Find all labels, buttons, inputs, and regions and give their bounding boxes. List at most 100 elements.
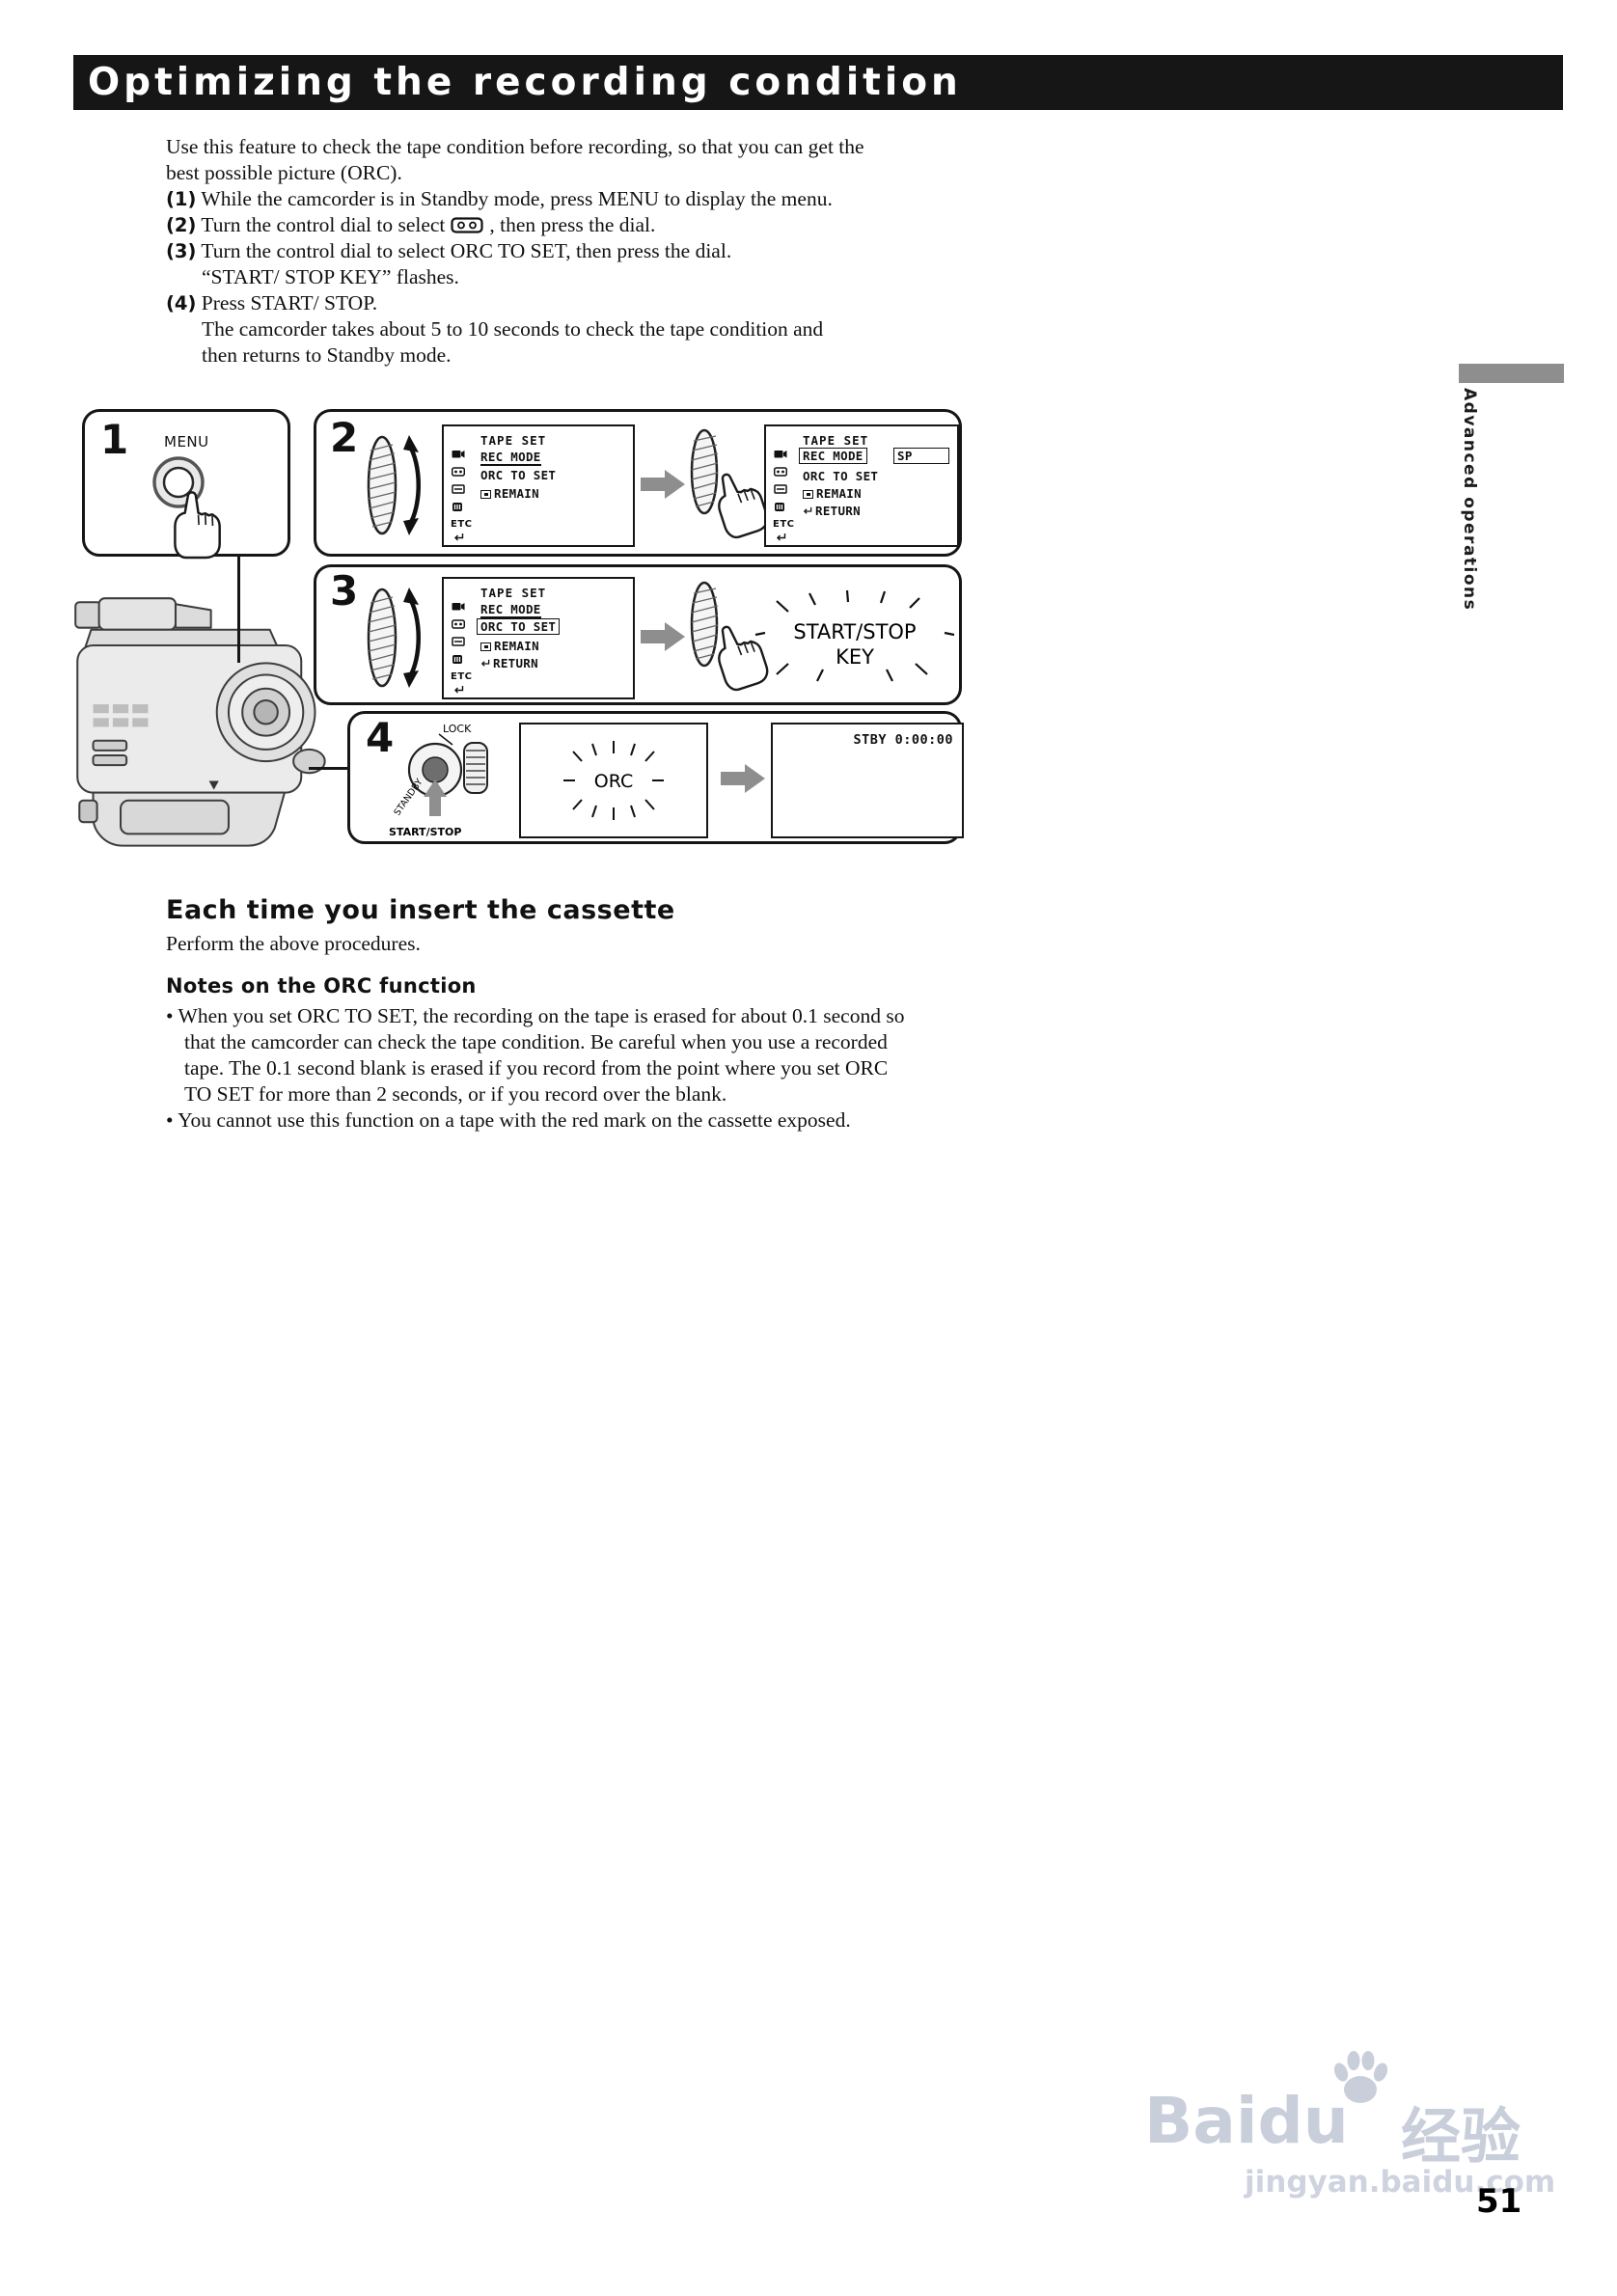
menu-icon-column: [774, 449, 789, 520]
section-body-cassette: Perform the above procedures.: [166, 932, 421, 955]
step-4-big-number: 4: [366, 714, 395, 761]
next-arrow-icon: [721, 764, 765, 793]
lcd-screen-orc-to-set-selected: TAPE SET ETC REC MODE ORC TO SET REMAIN …: [442, 577, 635, 699]
step-3-text: Turn the control dial to select ORC TO S…: [201, 239, 732, 262]
step-1-line: (1) While the camcorder is in Standby mo…: [166, 186, 1189, 212]
menu-item-rec-mode-selected: REC MODE: [799, 448, 867, 464]
camera-icon: [452, 603, 465, 611]
menu-item-orc-to-set: ORC TO SET: [480, 468, 557, 482]
cassette-icon: [774, 467, 787, 477]
camera-icon: [452, 451, 465, 458]
step-2-big-number: 2: [330, 414, 359, 461]
menu-item-return: RETURN: [803, 504, 861, 518]
lcd-screen-standby: STBY 0:00:00: [771, 723, 964, 838]
display-icon: [452, 637, 465, 646]
start-stop-switch: LOCK STANDBY START/STOP: [389, 723, 488, 838]
pressing-hand-icon: [718, 625, 769, 692]
section-tab-label: Advanced operations: [1460, 388, 1479, 612]
return-icon: [803, 506, 812, 514]
diagram-step-1-box: 1 MENU: [82, 409, 290, 560]
orc-flash-text: ORC: [594, 771, 633, 792]
cassette-icon: [451, 217, 483, 233]
menu-item-remain: REMAIN: [803, 486, 862, 501]
return-icon: [454, 686, 464, 694]
start-stop-label: START/STOP: [389, 826, 461, 838]
diagram-step-4-box: 4 LOCK STANDBY START/STOP: [347, 711, 964, 844]
setup-icon: [452, 655, 462, 664]
diagram-step-3-box: 3 TAPE SET ETC REC MODE ORC TO SET REMAI…: [314, 564, 962, 705]
menu-icon-column: [452, 601, 467, 672]
control-dial-turn-icon: [367, 588, 421, 688]
flash-text-line-1: START/STOP: [793, 620, 916, 643]
camera-icon: [774, 451, 787, 458]
step-4-text: Press START/ STOP.: [201, 291, 378, 314]
cassette-icon: [452, 467, 465, 477]
step-2-number: (2): [166, 214, 197, 236]
baidu-paw-icon: [1333, 2051, 1388, 2103]
menu-button-icon: [152, 456, 205, 508]
control-dial-press-icon: [690, 428, 769, 539]
step-1-big-number: 1: [100, 416, 129, 463]
lcd-screen-tape-set-initial: TAPE SET ETC REC MODE ORC TO SET REMAIN: [442, 424, 635, 547]
step-4-subline-1: The camcorder takes about 5 to 10 second…: [202, 317, 824, 341]
remain-icon: [480, 490, 491, 499]
press-arrow-icon: [424, 779, 447, 797]
step-2-text-pre: Turn the control dial to select: [201, 213, 446, 236]
note-1-line-4: TO SET for more than 2 seconds, or if yo…: [184, 1082, 727, 1106]
page-title: Optimizing the recording condition: [88, 61, 962, 104]
page-header-bar: Optimizing the recording condition: [73, 55, 1563, 110]
return-icon: [454, 533, 464, 541]
return-icon: [777, 533, 786, 541]
menu-item-return: RETURN: [480, 656, 538, 670]
intro-line-2: best possible picture (ORC).: [166, 161, 402, 184]
rec-mode-value: SP: [893, 448, 949, 464]
note-1-line-3: tape. The 0.1 second blank is erased if …: [184, 1056, 889, 1080]
callout-line-menu: [237, 557, 240, 663]
lcd-screen-rec-mode-selected: TAPE SET ETC REC MODE SP ORC TO SET REMA…: [764, 424, 959, 547]
screen-title: TAPE SET: [803, 433, 869, 448]
section-heading-notes: Notes on the ORC function: [166, 974, 477, 998]
step-4-subline-2: then returns to Standby mode.: [202, 343, 452, 367]
step-4-line: (4) Press START/ STOP.: [166, 290, 1189, 316]
return-icon: [480, 659, 490, 667]
step-3-subline: “START/ STOP KEY” flashes.: [202, 265, 459, 288]
standby-label: STANDBY: [392, 777, 425, 817]
notes-list: • When you set ORC TO SET, the recording…: [166, 1003, 1189, 1134]
menu-item-orc-to-set-selected: ORC TO SET: [477, 618, 561, 635]
standby-counter: STBY 0:00:00: [853, 732, 953, 748]
step-2-line: (2) Turn the control dial to select, the…: [166, 212, 1189, 238]
watermark-url: jingyan.baidu.com: [1245, 2165, 1556, 2200]
lock-label: LOCK: [443, 723, 472, 735]
watermark-brand-cn: 经验: [1401, 2101, 1521, 2172]
screen-title: TAPE SET: [480, 433, 547, 448]
note-2-line: • You cannot use this function on a tape…: [166, 1108, 851, 1132]
menu-item-remain: REMAIN: [480, 486, 539, 501]
watermark-brand: Baidu: [1144, 2084, 1349, 2158]
setup-icon: [775, 503, 784, 511]
menu-item-rec-mode: REC MODE: [480, 602, 541, 618]
page-number: 51: [1476, 2182, 1522, 2221]
control-dial-turn-icon: [367, 435, 421, 535]
etc-label: ETC: [451, 671, 473, 682]
step-3-big-number: 3: [330, 567, 359, 615]
menu-button-label: MENU: [164, 433, 209, 451]
intro-line-1: Use this feature to check the tape condi…: [166, 135, 864, 158]
cassette-icon: [452, 619, 465, 629]
section-heading-cassette: Each time you insert the cassette: [166, 895, 675, 925]
control-dial-press-icon: [690, 581, 769, 692]
next-arrow-icon: [641, 470, 685, 499]
pressing-hand-icon: [174, 491, 221, 560]
menu-item-rec-mode: REC MODE: [480, 450, 541, 466]
orc-flashing-indicator: ORC: [563, 741, 664, 820]
bullet: •: [166, 1108, 174, 1132]
etc-label: ETC: [451, 519, 473, 530]
remain-icon: [480, 642, 491, 651]
step-3-number: (3): [166, 240, 197, 262]
step-1-number: (1): [166, 188, 197, 210]
screen-title: TAPE SET: [480, 586, 547, 600]
note-1-line-1: • When you set ORC TO SET, the recording…: [166, 1004, 905, 1027]
start-stop-key-flashing-indicator: START/STOP KEY: [754, 589, 955, 682]
pressing-hand-icon: [718, 473, 769, 539]
section-tab-bar: [1459, 364, 1564, 383]
